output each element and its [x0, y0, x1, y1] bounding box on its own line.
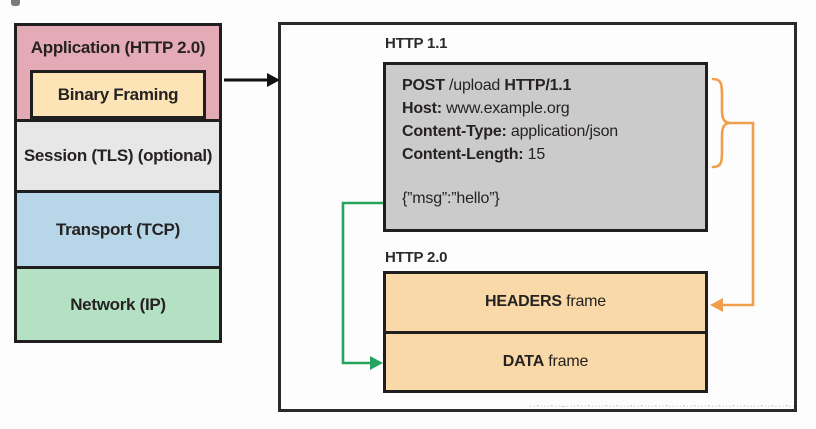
- header-content-type-key: Content-Type:: [402, 123, 507, 140]
- watermark: ··-···-··–···-··-····-··-···-··-···-··-·…: [529, 403, 796, 410]
- http20-label: HTTP 2.0: [385, 249, 448, 266]
- request-version: HTTP/1.1: [504, 77, 572, 94]
- data-frame-name: DATA: [502, 352, 545, 370]
- http2-frames-box: HEADERS frame DATA frame: [383, 271, 708, 393]
- header-content-type-value: application/json: [506, 123, 618, 140]
- framing-panel: HTTP 1.1 POST /upload HTTP/1.1 Host: www…: [278, 22, 797, 412]
- corner-artifact: [11, 0, 20, 6]
- headers-frame-row: HEADERS frame: [386, 274, 705, 331]
- protocol-stack: Application (HTTP 2.0) Binary Framing Se…: [14, 23, 222, 343]
- request-line-start: POST /upload HTTP/1.1: [402, 74, 705, 97]
- header-host-key: Host:: [402, 100, 442, 117]
- request-line-content-type: Content-Type: application/json: [402, 120, 705, 143]
- network-layer-label: Network (IP): [70, 294, 166, 314]
- header-host-value: www.example.org: [441, 100, 570, 117]
- binary-framing-label: Binary Framing: [57, 84, 179, 104]
- header-content-length-value: 15: [523, 146, 546, 163]
- application-layer-label: Application (HTTP 2.0): [30, 38, 206, 57]
- transport-layer-label: Transport (TCP): [56, 219, 180, 239]
- request-method: POST: [402, 77, 445, 94]
- data-frame-suffix: frame: [544, 352, 589, 370]
- layer-network: Network (IP): [17, 266, 219, 340]
- data-frame-row: DATA frame: [386, 330, 705, 391]
- headers-frame-name: HEADERS: [485, 293, 562, 311]
- request-body-line: {”msg”:”hello”}: [402, 190, 500, 207]
- http11-label: HTTP 1.1: [385, 35, 448, 52]
- headers-frame-suffix: frame: [561, 293, 606, 311]
- request-path: /upload: [444, 77, 505, 94]
- session-layer-label: Session (TLS) (optional): [23, 146, 213, 165]
- request-line-host: Host: www.example.org: [402, 97, 705, 120]
- layer-transport: Transport (TCP): [17, 190, 219, 266]
- http11-request-box: POST /upload HTTP/1.1 Host: www.example.…: [383, 62, 708, 232]
- header-content-length-key: Content-Length:: [402, 146, 524, 163]
- layer-session: Session (TLS) (optional): [17, 119, 219, 190]
- layer-application: Application (HTTP 2.0) Binary Framing: [17, 26, 219, 119]
- binary-framing-box: Binary Framing: [30, 70, 206, 119]
- request-line-content-length: Content-Length: 15: [402, 143, 705, 166]
